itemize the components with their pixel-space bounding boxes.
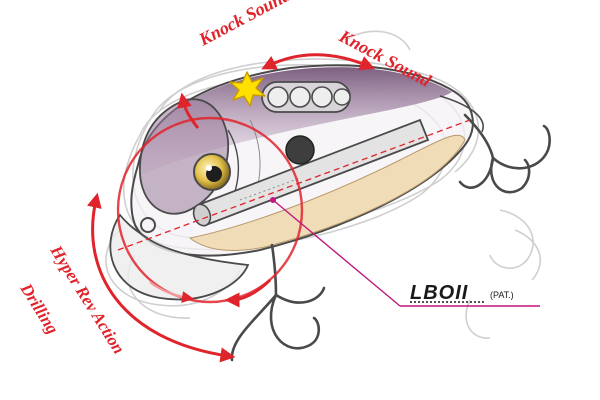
lure-eye [193, 153, 231, 191]
rev-action-arrow [87, 192, 236, 363]
treble-hook-icon [458, 113, 551, 194]
patent-mark: (PAT.) [490, 290, 514, 300]
treble-hook-icon [230, 243, 326, 362]
knock-arrow-left [177, 92, 200, 129]
knock-arrow-top [261, 53, 375, 70]
rattle-ball [333, 88, 351, 106]
rev-action-label-line2: Drilling [16, 279, 62, 338]
rattle-ball [289, 86, 311, 108]
knock-sound-label-top: Knock Sound [195, 0, 295, 50]
rattle-ball [267, 86, 289, 108]
lbo-logo: LBOII [410, 282, 468, 304]
rattle-ball [311, 86, 333, 108]
rattle-chamber [261, 81, 351, 113]
spark-burst-icon [229, 71, 266, 107]
callout-leader [270, 197, 540, 307]
